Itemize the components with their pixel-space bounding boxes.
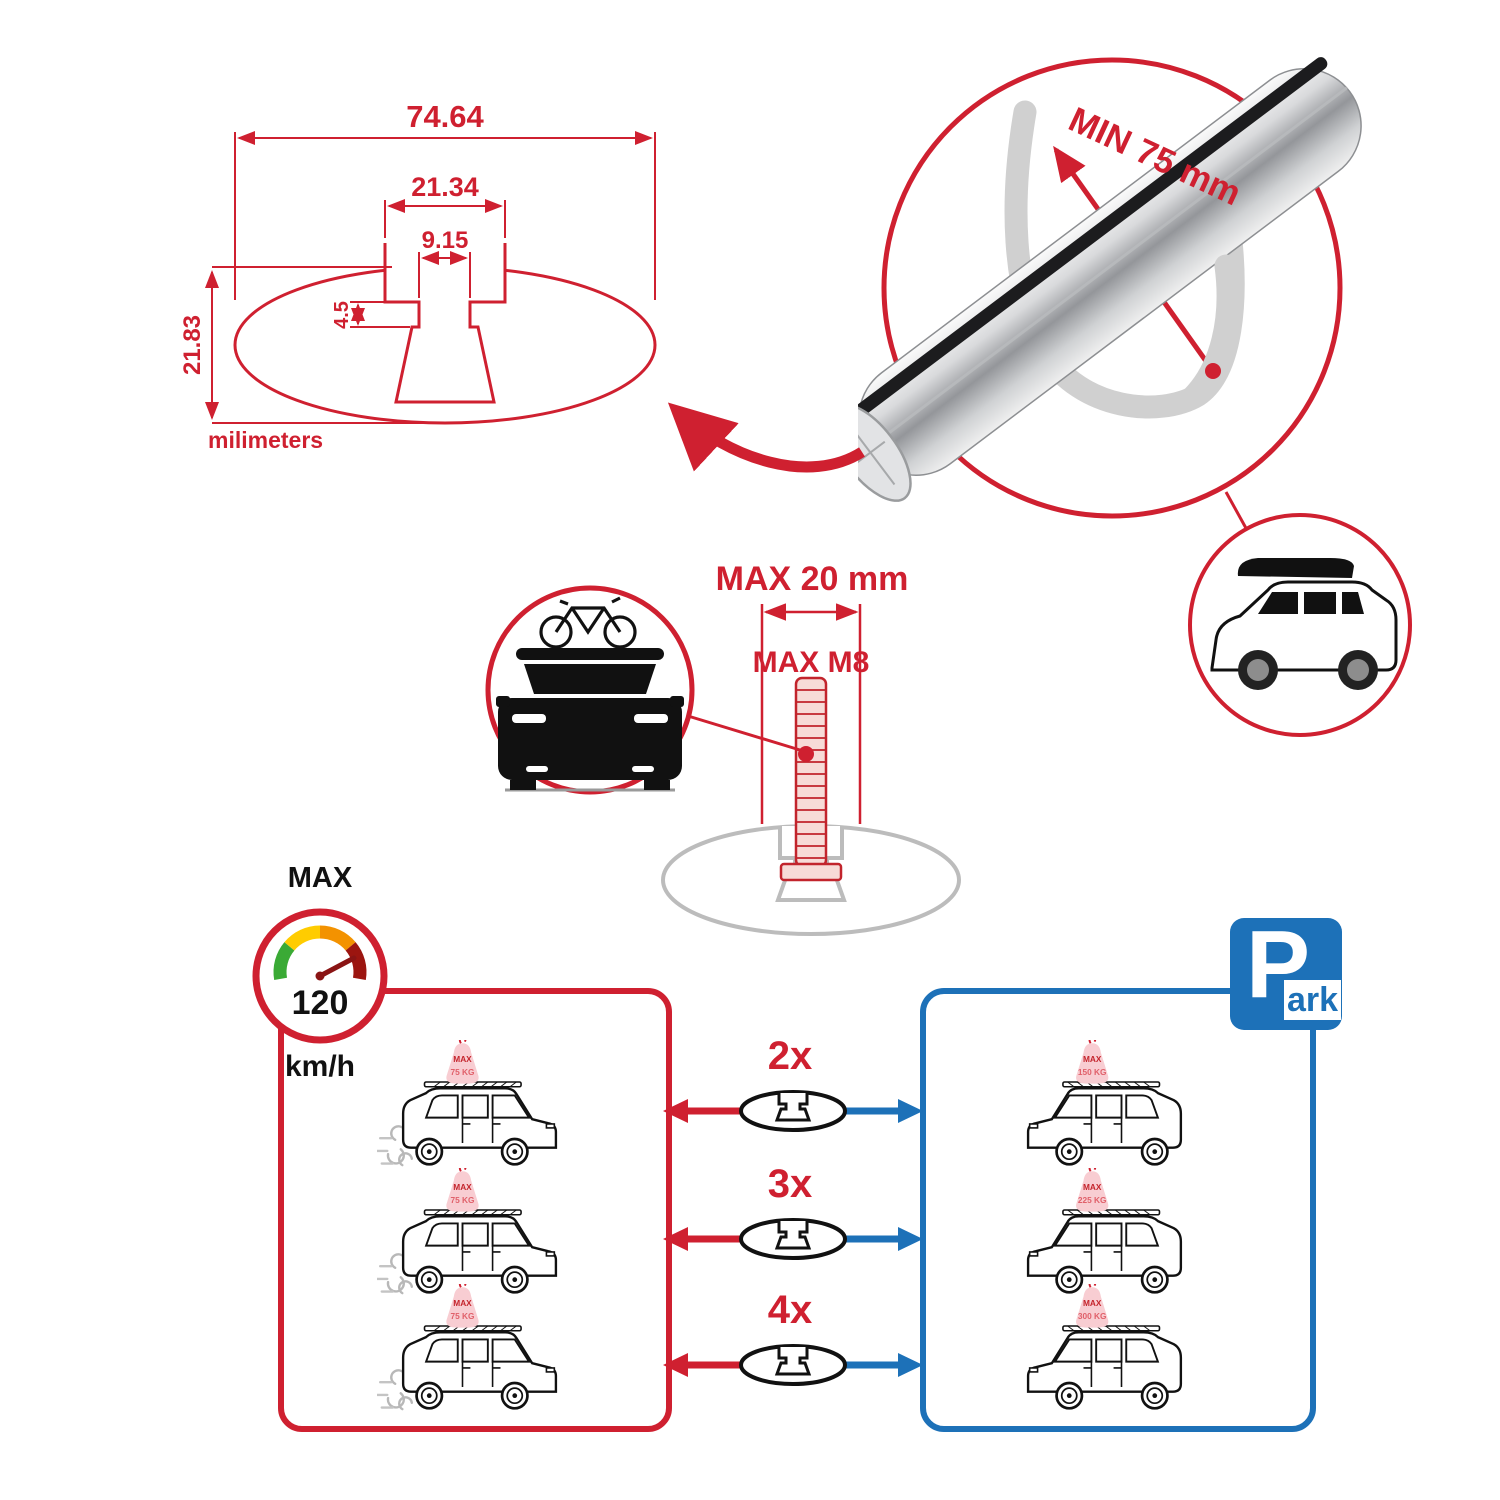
svg-text:300 KG: 300 KG bbox=[1078, 1311, 1107, 1321]
car-front-icon bbox=[496, 648, 684, 792]
dim-lip-depth: 4.5 bbox=[331, 301, 353, 329]
speed-unit-label: km/h bbox=[284, 1050, 356, 1083]
multiplier-3x: 3x bbox=[767, 1162, 813, 1206]
dim-channel-width: 21.34 bbox=[411, 172, 479, 202]
svg-text:150 KG: 150 KG bbox=[1078, 1067, 1107, 1077]
load-badge: MAX 75 KG bbox=[445, 1284, 480, 1329]
max-thread-label: MAX M8 bbox=[753, 646, 870, 679]
svg-text:MAX: MAX bbox=[453, 1182, 472, 1192]
dim-total-width: 74.64 bbox=[406, 99, 484, 134]
load-badge: MAX 75 KG bbox=[445, 1040, 480, 1085]
t-bolt-icon bbox=[779, 676, 843, 882]
svg-text:MAX: MAX bbox=[1083, 1054, 1102, 1064]
crossbar-count-row-1 bbox=[663, 1090, 923, 1132]
svg-text:MAX: MAX bbox=[453, 1054, 472, 1064]
car-front-circle bbox=[485, 585, 695, 795]
driving-car-2: MAX 75 KG bbox=[377, 1168, 558, 1295]
dim-slot-width: 9.15 bbox=[422, 227, 469, 254]
svg-text:75 KG: 75 KG bbox=[451, 1067, 475, 1077]
speedometer-icon: 120 bbox=[252, 908, 388, 1044]
multiplier-4x: 4x bbox=[767, 1288, 813, 1332]
bolt-point-dot bbox=[798, 746, 814, 762]
max-bolt-length-label: MAX 20 mm bbox=[716, 560, 909, 598]
crossbar-count-row-3 bbox=[663, 1344, 923, 1386]
driving-car-1: MAX 75 KG bbox=[377, 1040, 558, 1167]
crossbar-cross-section-drawing: 74.64 21.34 9.15 4.5 21.83 milimeters bbox=[179, 99, 657, 453]
parking-sign: P ark bbox=[1230, 911, 1342, 1030]
load-badge: MAX 75 KG bbox=[445, 1168, 480, 1213]
dim-total-height: 21.83 bbox=[179, 315, 206, 375]
suv-icon bbox=[1210, 558, 1398, 690]
svg-text:225 KG: 225 KG bbox=[1078, 1195, 1107, 1205]
crossbar-count-row-2 bbox=[663, 1218, 923, 1260]
driving-car-3: MAX 75 KG bbox=[377, 1284, 558, 1411]
speed-max-label: MAX bbox=[287, 862, 353, 894]
svg-text:75 KG: 75 KG bbox=[451, 1311, 475, 1321]
parked-car-2: MAX 225 KG bbox=[1026, 1168, 1183, 1294]
bolt-diagram: MAX 20 mm MAX M8 bbox=[661, 560, 961, 936]
aluminum-crossbar bbox=[858, 57, 1362, 502]
units-label: milimeters bbox=[208, 427, 323, 453]
load-badge: MAX 225 KG bbox=[1075, 1168, 1110, 1213]
suv-circle bbox=[1188, 513, 1412, 737]
svg-text:75 KG: 75 KG bbox=[451, 1195, 475, 1205]
speed-value: 120 bbox=[292, 984, 349, 1022]
parking-sign-suffix: ark bbox=[1284, 980, 1342, 1020]
attachment-point-dot bbox=[1205, 363, 1221, 379]
multiplier-2x: 2x bbox=[767, 1034, 813, 1078]
load-badge: MAX 150 KG bbox=[1075, 1040, 1110, 1085]
parked-car-1: MAX 150 KG bbox=[1026, 1040, 1183, 1166]
bar-detail-circle: MIN 75 mm bbox=[858, 57, 1362, 519]
load-badge: MAX 300 KG bbox=[1075, 1284, 1110, 1329]
svg-text:MAX: MAX bbox=[1083, 1298, 1102, 1308]
svg-text:MAX: MAX bbox=[1083, 1182, 1102, 1192]
bicycle-icon bbox=[539, 596, 637, 649]
svg-text:MAX: MAX bbox=[453, 1298, 472, 1308]
parked-car-3: MAX 300 KG bbox=[1026, 1284, 1183, 1410]
